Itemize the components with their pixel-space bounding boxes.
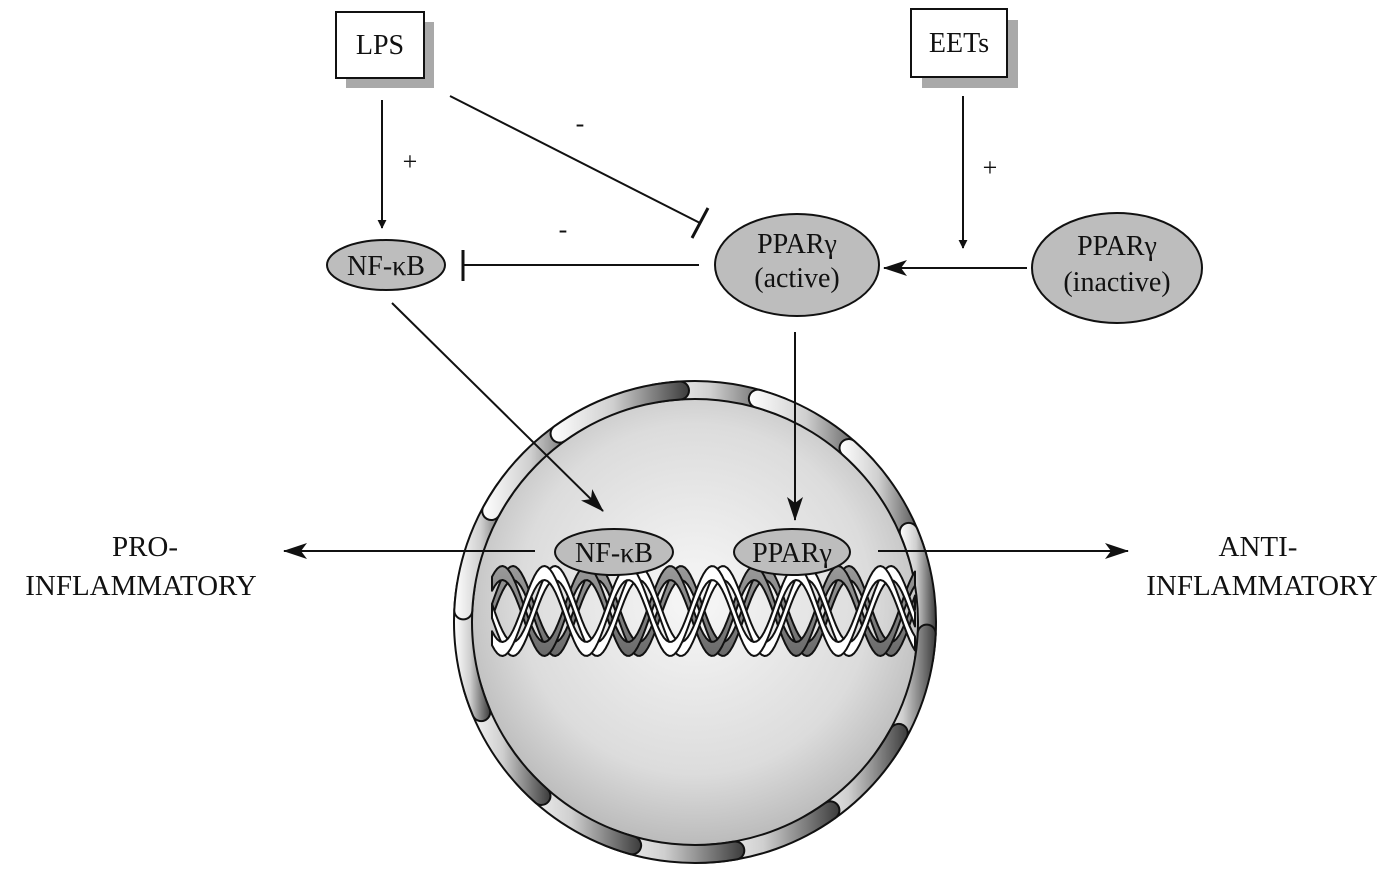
ppar-inhibits-nfkb-sign: - — [559, 215, 568, 244]
anti-inflammatory-line1: ANTI- — [1219, 531, 1298, 563]
dna-double-helix — [491, 565, 916, 657]
lps-inhibits-ppar-sign: - — [576, 109, 585, 138]
nfkb-translocation-arrow — [391, 302, 604, 512]
lps-to-nfkb-arrow: + — [377, 100, 418, 229]
ppar-inactive-label: PPARγ — [1077, 231, 1157, 262]
eets-to-ppar-sign: + — [983, 153, 998, 182]
eets-label: EETs — [929, 28, 989, 59]
nfkb-nuclear-node: NF-κB — [554, 528, 674, 576]
ppar-inhibits-nfkb-line: - — [461, 215, 699, 281]
ppar-active-label: PPARγ — [757, 229, 837, 260]
lps-to-nfkb-sign: + — [403, 147, 418, 176]
ppar-inactive-node: PPARγ (inactive) — [1031, 212, 1203, 324]
nfkb-label: NF-κB — [347, 251, 425, 282]
lps-inhibits-ppar-line: - — [449, 95, 710, 239]
ppar-active-node: PPARγ (active) — [714, 213, 880, 317]
pro-inflammatory-line2: INFLAMMATORY — [25, 570, 257, 602]
ppar-nuclear-label: PPARγ — [752, 538, 832, 569]
lps-label: LPS — [356, 30, 404, 61]
nuclear-envelope-pores — [453, 380, 937, 864]
anti-inflammatory-label: ANTI- INFLAMMATORY — [1146, 531, 1378, 602]
pro-inflammatory-line1: PRO- — [112, 531, 178, 563]
ppar-active-state: (active) — [754, 263, 840, 294]
anti-inflammatory-line2: INFLAMMATORY — [1146, 570, 1378, 602]
ppar-nuclear-node: PPARγ — [733, 528, 851, 576]
dna-strand-back-2 — [491, 565, 916, 657]
nfkb-nuclear-label: NF-κB — [575, 538, 653, 569]
ppar-inactive-state: (inactive) — [1063, 267, 1170, 298]
eets-box: EETs — [910, 8, 1018, 88]
nfkb-cytoplasm-node: NF-κB — [326, 239, 446, 291]
pro-inflammatory-label: PRO- INFLAMMATORY — [25, 531, 257, 602]
nuclear-pore — [549, 380, 690, 444]
eets-to-ppar-arrow: + — [958, 96, 998, 249]
lps-box: LPS — [335, 11, 434, 88]
